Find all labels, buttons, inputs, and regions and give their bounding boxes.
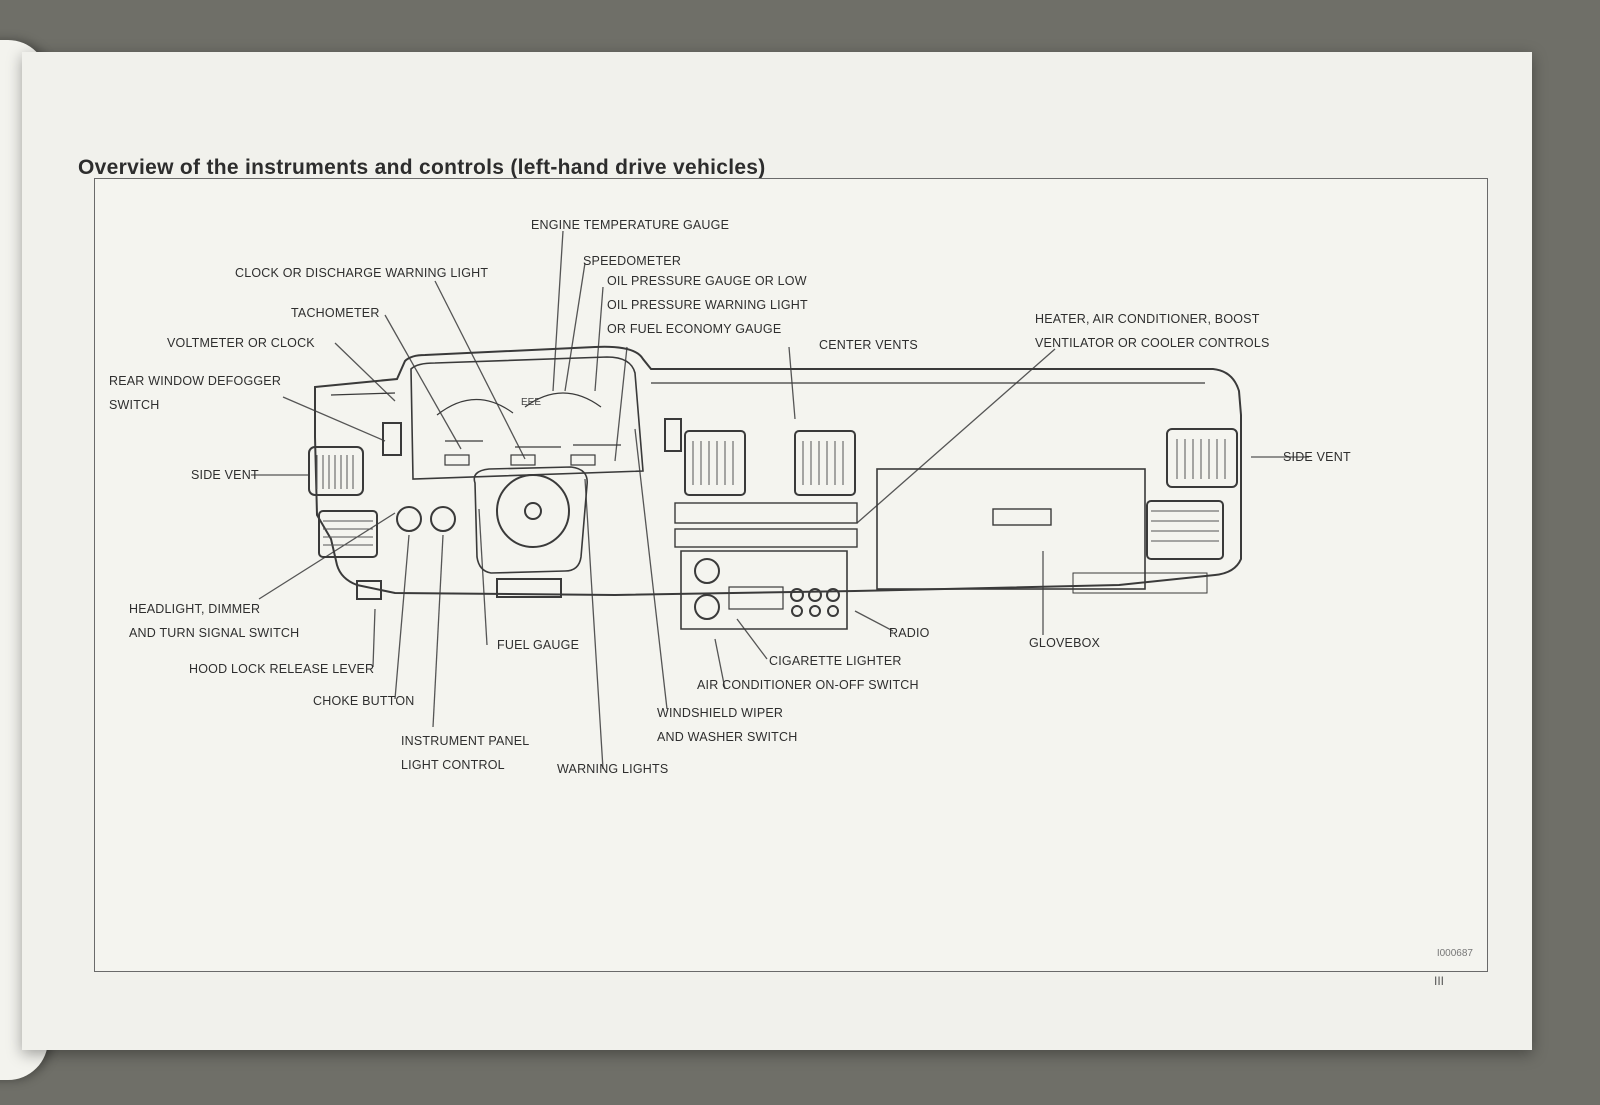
label-center-vents: CENTER VENTS — [819, 338, 918, 352]
label-oil-pressure-line-3: OR FUEL ECONOMY GAUGE — [607, 322, 782, 336]
page-number: III — [1434, 974, 1445, 988]
label-rear-window-defogger-line-2: SWITCH — [109, 398, 160, 412]
label-fuel-gauge: FUEL GAUGE — [497, 638, 580, 652]
label-tachometer: TACHOMETER — [291, 306, 380, 320]
label-instrument-panel-line-1: INSTRUMENT PANEL — [401, 734, 530, 748]
label-headlight-line-2: AND TURN SIGNAL SWITCH — [129, 626, 300, 640]
label-engine-temperature-gauge: ENGINE TEMPERATURE GAUGE — [531, 218, 730, 232]
label-oil-pressure-line-2: OIL PRESSURE WARNING LIGHT — [607, 298, 808, 312]
label-clock-discharge-warning-light: CLOCK OR DISCHARGE WARNING LIGHT — [235, 266, 489, 280]
label-windshield-wiper-line-2: AND WASHER SWITCH — [657, 730, 798, 744]
figure-code: I000687 — [1436, 948, 1473, 959]
label-speedometer: SPEEDOMETER — [583, 254, 682, 268]
label-instrument-panel-line-2: LIGHT CONTROL — [401, 758, 505, 772]
dashboard-illustration: EEE — [251, 230, 1309, 770]
label-oil-pressure-line-1: OIL PRESSURE GAUGE OR LOW — [607, 274, 807, 288]
page-title: Overview of the instruments and controls… — [78, 156, 766, 179]
label-hood-lock-release-lever: HOOD LOCK RELEASE LEVER — [189, 662, 375, 676]
label-choke-button: CHOKE BUTTON — [313, 694, 415, 708]
label-side-vent-right: SIDE VENT — [1283, 450, 1351, 464]
label-radio: RADIO — [889, 626, 930, 640]
label-side-vent-left: SIDE VENT — [191, 468, 259, 482]
label-cigarette-lighter: CIGARETTE LIGHTER — [769, 654, 902, 668]
label-heater-controls-line-1: HEATER, AIR CONDITIONER, BOOST — [1035, 312, 1260, 326]
dashboard-figure: EEE — [94, 178, 1488, 972]
label-heater-controls-line-2: VENTILATOR OR COOLER CONTROLS — [1035, 336, 1270, 350]
svg-text:EEE: EEE — [521, 397, 541, 408]
manual-page: Overview of the instruments and controls… — [22, 52, 1532, 1050]
label-glovebox: GLOVEBOX — [1029, 636, 1101, 650]
label-ac-on-off-switch: AIR CONDITIONER ON-OFF SWITCH — [697, 678, 919, 692]
label-windshield-wiper-line-1: WINDSHIELD WIPER — [657, 706, 784, 720]
label-voltmeter-or-clock: VOLTMETER OR CLOCK — [167, 336, 315, 350]
label-warning-lights: WARNING LIGHTS — [557, 762, 669, 776]
label-rear-window-defogger-line-1: REAR WINDOW DEFOGGER — [109, 374, 282, 388]
label-headlight-line-1: HEADLIGHT, DIMMER — [129, 602, 261, 616]
